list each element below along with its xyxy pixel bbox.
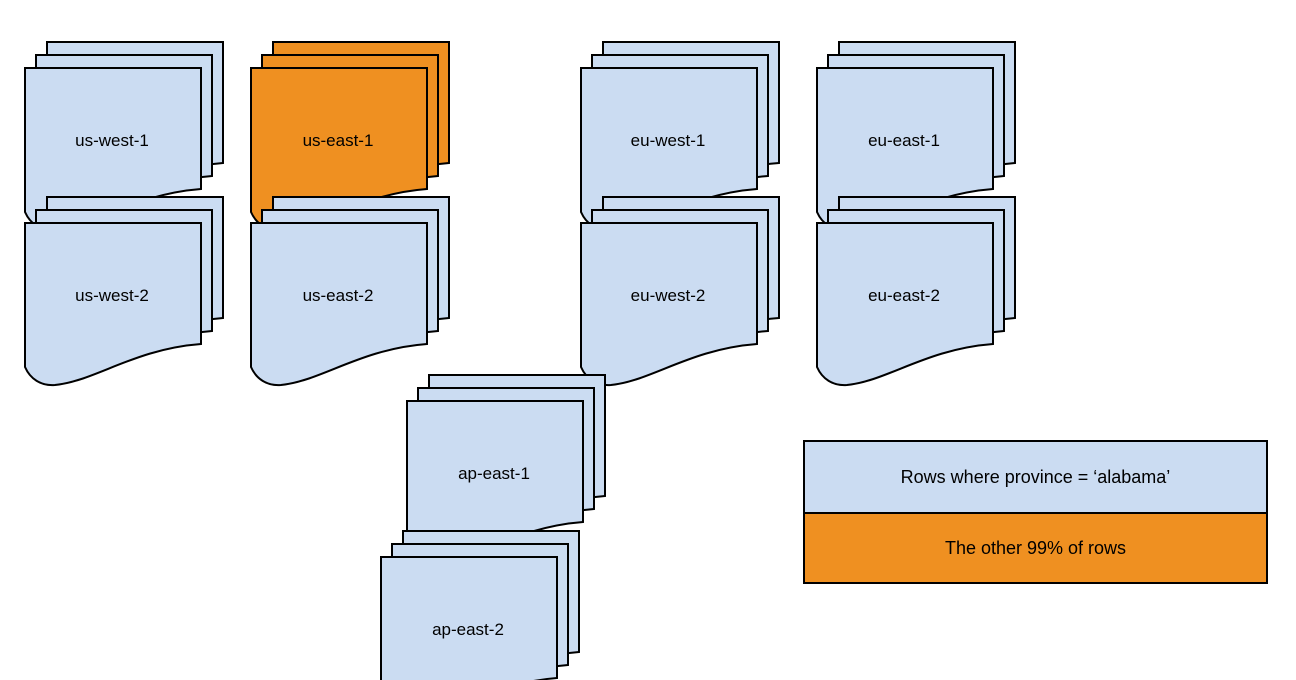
region-stack-eu-west-2[interactable]: eu-west-2 <box>580 196 782 392</box>
stack-sheets-eu-east-1 <box>816 41 1016 232</box>
legend-normal-label: Rows where province = ‘alabama’ <box>900 466 1171 487</box>
sheet-front <box>380 556 558 680</box>
stack-sheets-eu-east-2 <box>816 196 1016 387</box>
stack-sheets-us-west-2 <box>24 196 224 387</box>
stack-sheets-us-east-2 <box>250 196 450 387</box>
legend-normal: Rows where province = ‘alabama’ <box>805 442 1266 514</box>
stack-sheets-ap-east-2 <box>380 530 580 680</box>
legend-highlight-label: The other 99% of rows <box>944 537 1127 558</box>
region-stack-us-west-2[interactable]: us-west-2 <box>24 196 226 392</box>
stack-sheets-eu-west-2 <box>580 196 780 387</box>
region-stack-us-east-2[interactable]: us-east-2 <box>250 196 452 392</box>
legend: Rows where province = ‘alabama’ The other… <box>803 440 1268 584</box>
sheet-front <box>816 222 994 387</box>
region-stack-eu-east-2[interactable]: eu-east-2 <box>816 196 1018 392</box>
legend-highlight: The other 99% of rows <box>805 514 1266 582</box>
sheet-front <box>250 222 428 387</box>
region-stack-us-east-1[interactable]: us-east-1 <box>250 41 452 237</box>
stack-sheets-us-east-1 <box>250 41 450 232</box>
region-stack-ap-east-2[interactable]: ap-east-2 <box>380 530 582 680</box>
sheet-front <box>580 222 758 387</box>
sheet-front <box>24 222 202 387</box>
